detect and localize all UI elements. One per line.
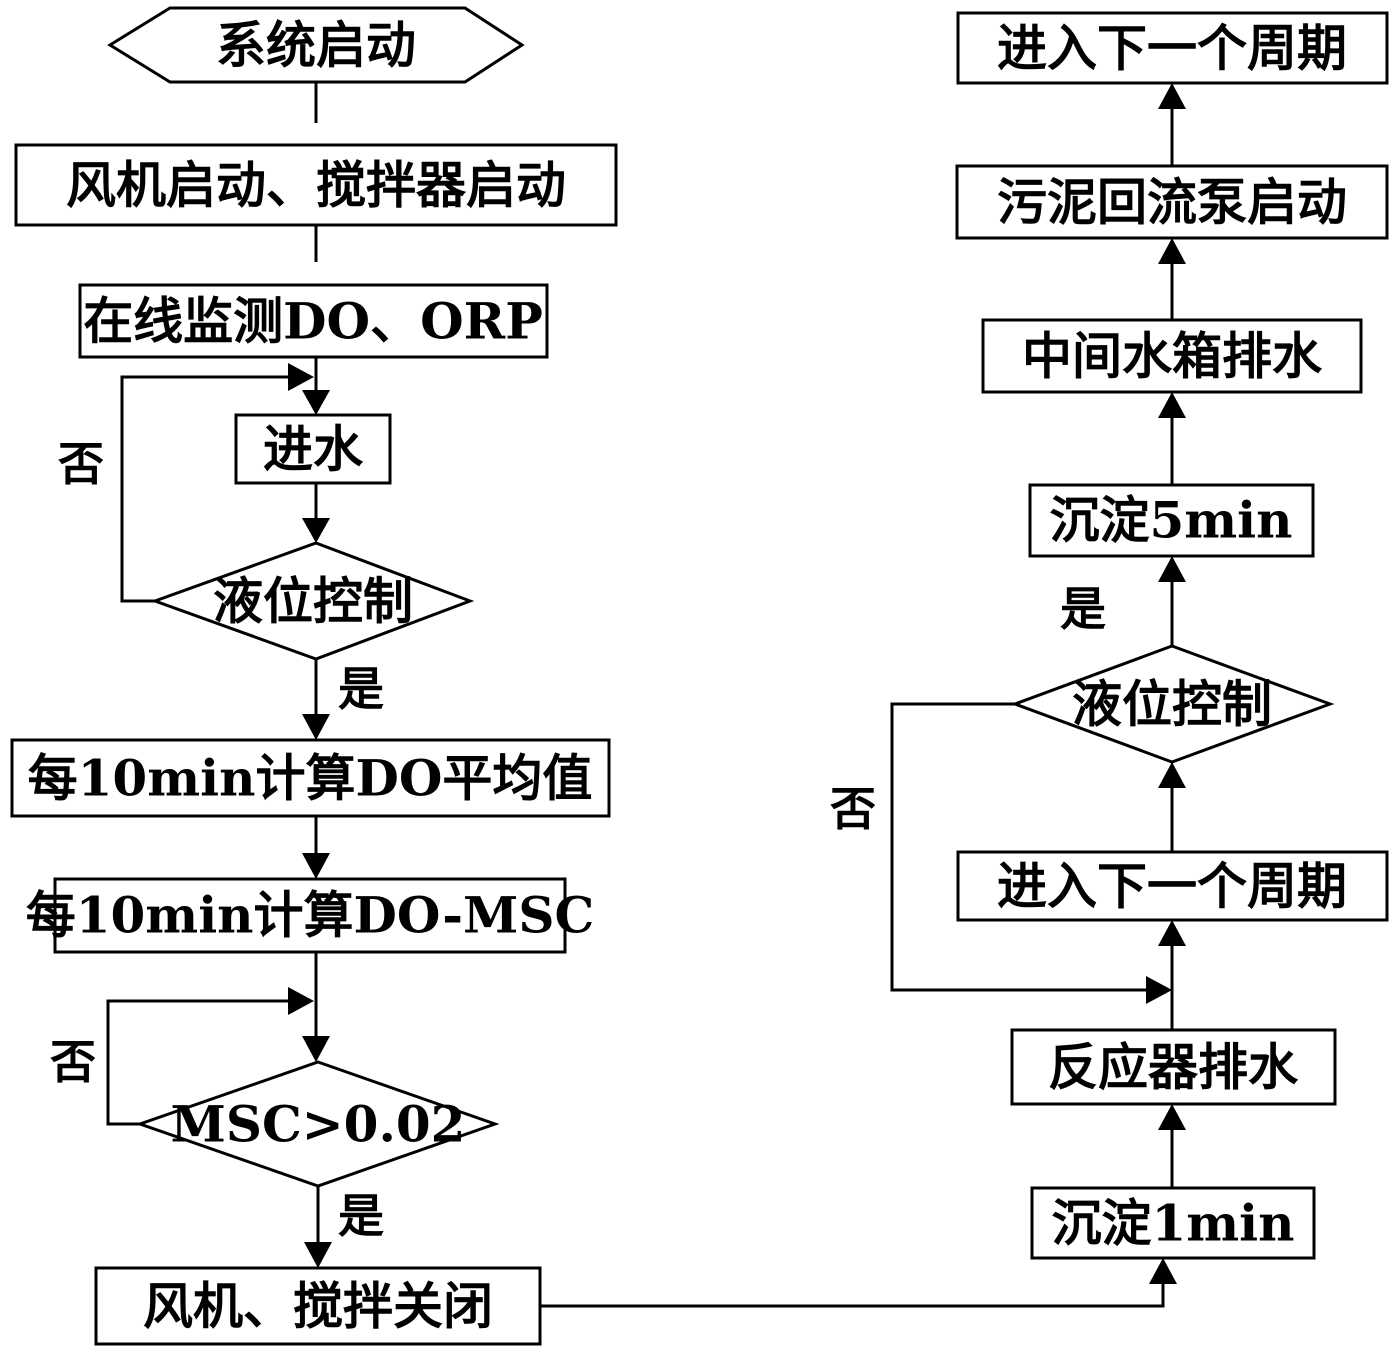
tank-drain-label: 中间水箱排水 bbox=[1022, 327, 1323, 386]
online-monitor-label: 在线监测DO、ORP bbox=[83, 292, 543, 351]
online-monitor-box: 在线监测DO、ORP bbox=[78, 283, 549, 359]
do-msc-label: 每10min计算DO-MSC bbox=[26, 886, 595, 945]
fan-mixer-start-label: 风机启动、搅拌器启动 bbox=[66, 156, 566, 215]
label-no-1: 否 bbox=[58, 437, 104, 491]
loop-no-msc-check bbox=[106, 999, 288, 1126]
connector-fan-off-to-settle-1 bbox=[540, 1282, 1165, 1308]
settle-1min-label: 沉淀1min bbox=[1051, 1194, 1294, 1253]
settle-5min-box: 沉淀5min bbox=[1028, 483, 1315, 558]
next-cycle-2-label: 进入下一个周期 bbox=[997, 19, 1347, 78]
water-in-label: 进水 bbox=[263, 420, 364, 479]
arrowhead-up bbox=[1149, 1258, 1177, 1284]
start-node-label: 系统启动 bbox=[216, 16, 416, 75]
label-yes-1: 是 bbox=[338, 662, 384, 716]
arrowhead-up bbox=[1158, 1104, 1186, 1130]
sludge-pump-start-box: 污泥回流泵启动 bbox=[955, 164, 1389, 240]
start-node: 系统启动 bbox=[107, 6, 525, 84]
fan-mixer-start-box: 风机启动、搅拌器启动 bbox=[14, 143, 618, 227]
do-msc-box: 每10min计算DO-MSC bbox=[26, 877, 595, 954]
next-cycle-2-box: 进入下一个周期 bbox=[956, 11, 1389, 85]
sludge-pump-start-label: 污泥回流泵启动 bbox=[997, 173, 1347, 232]
msc-check-diamond: MSC>0.02 bbox=[135, 1060, 500, 1188]
arrowhead-right bbox=[288, 363, 314, 391]
arrowhead-up bbox=[1158, 920, 1186, 946]
fan-mixer-off-box: 风机、搅拌关闭 bbox=[94, 1266, 542, 1346]
reactor-drain-box: 反应器排水 bbox=[1010, 1028, 1337, 1106]
loop-no-level-2 bbox=[890, 702, 1146, 992]
level-control-1-label: 液位控制 bbox=[213, 572, 413, 631]
loop-no-level-1 bbox=[120, 375, 288, 603]
arrowhead-right bbox=[288, 987, 314, 1015]
fan-mixer-off-label: 风机、搅拌关闭 bbox=[143, 1277, 493, 1336]
arrowhead-down bbox=[302, 1036, 330, 1062]
level-control-1-diamond: 液位控制 bbox=[150, 541, 475, 661]
label-yes-2: 是 bbox=[338, 1189, 384, 1243]
arrowhead-down bbox=[304, 1242, 332, 1268]
label-yes-3: 是 bbox=[1060, 582, 1106, 636]
arrowhead-up bbox=[1158, 556, 1186, 582]
next-cycle-1-label: 进入下一个周期 bbox=[997, 857, 1347, 916]
arrowhead-down bbox=[302, 518, 330, 543]
arrowhead-up bbox=[1158, 392, 1186, 418]
arrowhead-up bbox=[1158, 238, 1186, 264]
arrowhead-down bbox=[302, 853, 330, 879]
level-control-2-diamond: 液位控制 bbox=[1010, 644, 1335, 764]
arrowhead-down bbox=[302, 714, 330, 740]
arrowhead-up bbox=[1158, 83, 1186, 109]
level-control-2-label: 液位控制 bbox=[1072, 675, 1272, 734]
settle-1min-box: 沉淀1min bbox=[1030, 1186, 1316, 1260]
arrowhead-up bbox=[1158, 762, 1186, 788]
arrowhead-down bbox=[302, 390, 330, 415]
next-cycle-1-box: 进入下一个周期 bbox=[956, 850, 1389, 922]
label-no-2: 否 bbox=[50, 1035, 96, 1089]
do-average-label: 每10min计算DO平均值 bbox=[28, 749, 593, 808]
arrowhead-right bbox=[1146, 976, 1172, 1004]
do-average-box: 每10min计算DO平均值 bbox=[10, 738, 611, 818]
msc-check-label: MSC>0.02 bbox=[171, 1095, 466, 1154]
reactor-drain-label: 反应器排水 bbox=[1048, 1038, 1299, 1097]
water-in-box: 进水 bbox=[234, 413, 392, 485]
label-no-3: 否 bbox=[830, 782, 876, 836]
tank-drain-box: 中间水箱排水 bbox=[981, 318, 1363, 394]
settle-5min-label: 沉淀5min bbox=[1049, 491, 1292, 550]
